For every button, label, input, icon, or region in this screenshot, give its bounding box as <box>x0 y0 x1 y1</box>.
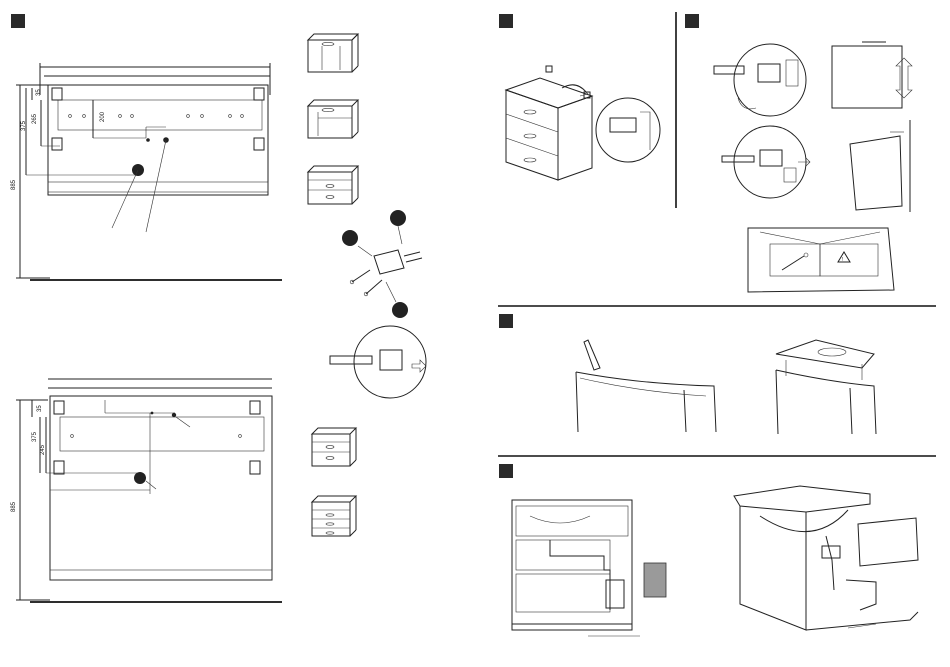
svg-text:!: ! <box>842 257 843 263</box>
dim-label-200: 200 <box>100 111 106 122</box>
siphon-installation <box>512 486 918 636</box>
dim-label-245: 245 <box>40 444 46 455</box>
step-marker-left <box>11 14 25 28</box>
dim-label-375b: 375 <box>32 431 38 442</box>
bracket-adjust-detail <box>330 326 426 398</box>
variant-thumbnails <box>308 34 358 536</box>
dim-label-35: 35 <box>36 89 42 96</box>
dim-label-265: 265 <box>32 113 38 124</box>
dim-label-375: 375 <box>21 120 27 131</box>
variant-two-drawer-cabinet-b <box>312 428 356 466</box>
bracket-adjustment-steps <box>714 42 912 212</box>
step-marker-4 <box>499 464 513 478</box>
cabinet-drawing-top: 35 265 375 200 885 <box>11 63 282 280</box>
gray-filler-panel <box>644 563 666 597</box>
variant-three-drawer-cabinet <box>312 496 356 536</box>
step-marker-3 <box>499 314 513 328</box>
variant-two-door-cabinet <box>308 34 358 72</box>
cabinet-back-warning: ! <box>748 228 894 292</box>
dim-label-885b: 885 <box>11 501 17 512</box>
hanging-bracket-hardware <box>342 210 422 318</box>
step-marker-2 <box>685 14 699 28</box>
dim-label-885: 885 <box>11 179 17 190</box>
sealant-application <box>576 340 876 434</box>
dim-label-35b: 35 <box>37 405 43 412</box>
variant-two-drawer-cabinet <box>308 166 358 204</box>
step-marker-1 <box>499 14 513 28</box>
variant-door-drawer-cabinet <box>308 100 358 138</box>
cabinet-drawing-bottom: 35 375 245 885 <box>11 379 282 602</box>
drawer-unit-install <box>506 66 660 180</box>
